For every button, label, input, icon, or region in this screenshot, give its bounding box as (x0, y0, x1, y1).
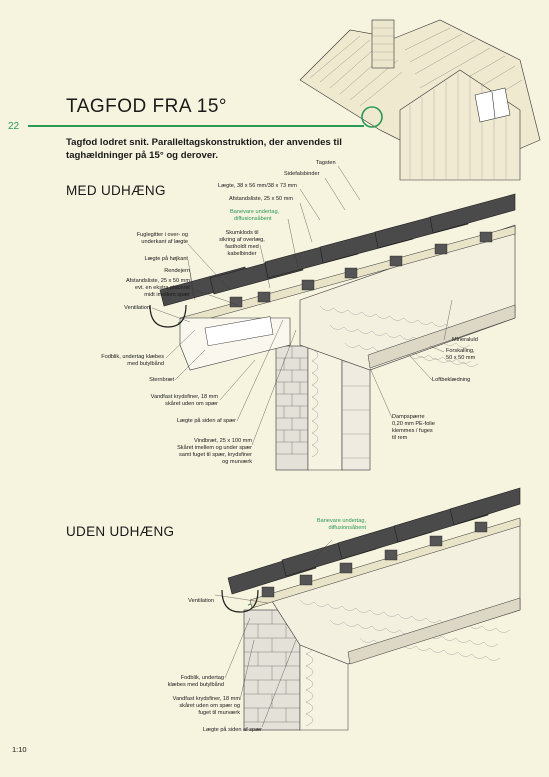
label-rendejern: Rendejern (164, 268, 190, 274)
label-dampspaerre-2: 0,20 mm PE-folie (392, 421, 435, 427)
label-afstandsliste-spaer-2: evt. en ekstra placeret (134, 285, 190, 291)
label-fuglegitter-1: Fuglegitter i over- og (136, 232, 188, 238)
section-heading-with-overhang: MED UDHÆNG (66, 183, 166, 198)
label-dampspaerre-1: Dampspærre (392, 414, 425, 420)
label-skumklods-3: fastholdt med (225, 244, 259, 250)
label2-banevare-1: Banevare undertag, (316, 518, 366, 524)
label-dampspaerre-3: klemmes / fuges (392, 428, 433, 434)
detail-with-overhang (149, 165, 516, 471)
label-vindbraet-1: Vindbræt, 25 x 100 mm (193, 438, 252, 444)
label2-laegte-siden: Lægte på siden af spær (202, 727, 262, 733)
label-banevare-1: Banevare undertag, (230, 209, 280, 215)
label-laegte-siden: Lægte på siden af spær (176, 418, 236, 424)
page-number: 22 (8, 121, 20, 132)
label-afstandsliste: Afstandsliste, 25 x 50 mm (229, 196, 294, 202)
intro-text: Tagfod lodret snit. Paralleltagskonstruk… (66, 137, 342, 161)
label2-ventilation: Ventilation (188, 598, 214, 604)
title-rule (28, 125, 364, 127)
label-sternbraet: Sternbræt (149, 377, 174, 383)
label-laegte: Lægte, 38 x 56 mm/38 x 73 mm (218, 183, 297, 189)
label-vindbraet-3: samt fuget til spær, krydsfiner (178, 452, 252, 458)
page-title: TAGFOD FRA 15° (66, 96, 227, 117)
label-ventilation-1: Ventilation (124, 305, 150, 311)
label-banevare-2: diffusionsåbent (234, 216, 272, 222)
label-sidefalsbinder: Sidefalsbinder (284, 171, 320, 177)
scale-footer: 1:10 (12, 745, 27, 754)
label-loftbeklaedning: Loftbeklædning (432, 377, 471, 383)
label-skumklods-2: sikring af overlæg, (219, 237, 265, 243)
label2-vandfast-2: skåret uden om spær og (179, 703, 240, 709)
label-fuglegitter-2: underkant af lægte (141, 239, 188, 245)
label-forskalling-2: 50 x 50 mm (446, 355, 476, 361)
label-tagsten: Tagsten (316, 160, 336, 166)
label-skumklods-4: kabelbinder (227, 251, 257, 257)
label-forskalling-1: Forskalling, (446, 348, 475, 354)
label-vandfast-1: Vandfast krydsfiner, 18 mm (150, 394, 218, 400)
label-vindbraet-4: og murværk (222, 459, 252, 465)
brick-wall-1 (275, 345, 309, 471)
label2-fodblik-1: Fodblik, undertag (180, 675, 224, 681)
label-vandfast-2: skåret uden om spær (165, 401, 218, 407)
label-fodblik-1: Fodblik, undertag klæbes (101, 354, 164, 360)
label-afstandsliste-spaer-3: midt imellem spær (144, 292, 190, 298)
house-sketch (299, 19, 541, 181)
label-mineraluld: Mineraluld (452, 337, 478, 343)
detail-without-overhang (214, 487, 521, 731)
label2-vandfast-3: fuget til murværk (198, 710, 240, 716)
label2-fodblik-2: klæbes med butylbånd (167, 682, 224, 688)
label-dampspaerre-4: til rem (392, 435, 408, 441)
label2-vandfast-1: Vandfast krydsfiner, 18 mm (172, 696, 240, 702)
label-afstandsliste-spaer-1: Afstandsliste, 25 x 50 mm (125, 278, 190, 284)
label2-banevare-2: diffusionsåbent (328, 525, 366, 531)
label-fodblik-2: med butylbånd (127, 361, 164, 367)
section-heading-without-overhang: UDEN UDHÆNG (66, 524, 175, 539)
label-laegte-hojkant: Lægte på højkant (144, 256, 188, 262)
label-vindbraet-2: Skåret imellem og under spær (177, 445, 252, 451)
label-skumklods-1: Skumklods til (225, 230, 259, 236)
